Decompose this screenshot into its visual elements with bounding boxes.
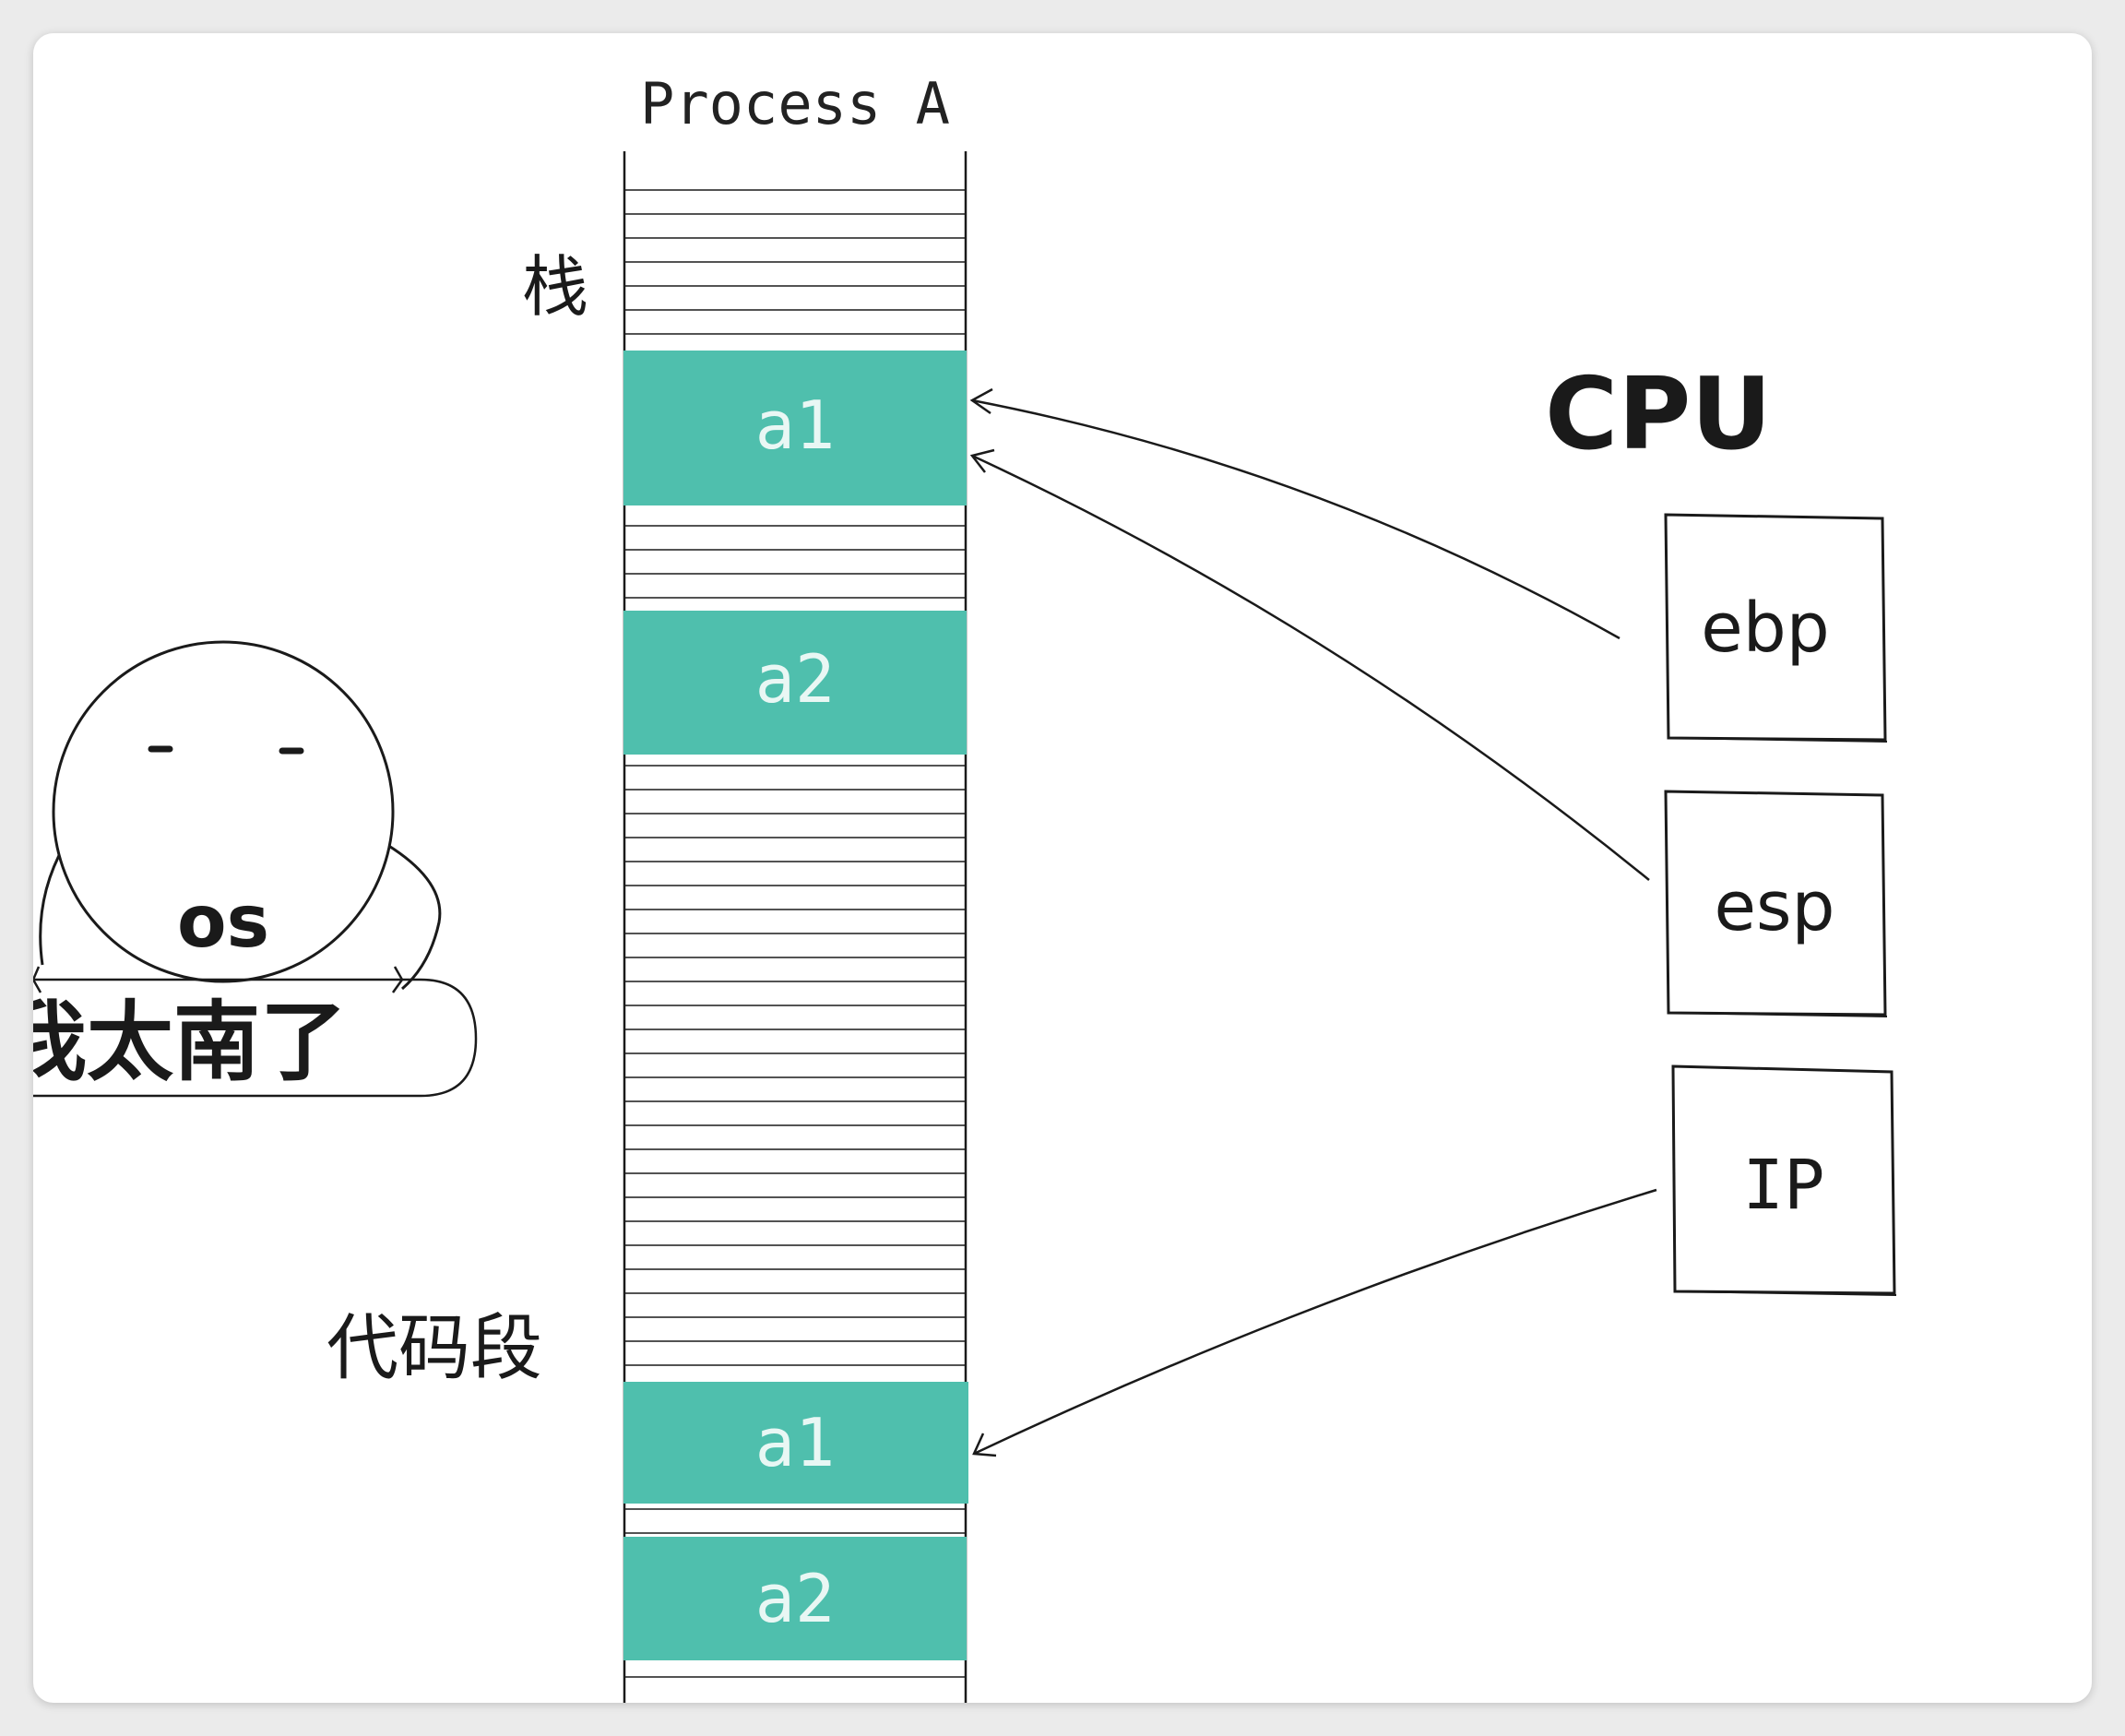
code-block-a1: a1: [623, 1382, 968, 1504]
code-segment-label: 代码段: [326, 1307, 542, 1390]
mascot-name: os: [177, 881, 269, 964]
diagram-page: a1 a2 a1 a2 Process A 栈 代码段 CPU ebp esp …: [33, 33, 2092, 1703]
code-block-a1-label: a1: [755, 1404, 836, 1481]
register-ip-label: IP: [1742, 1146, 1824, 1225]
register-ebp-label: ebp: [1701, 589, 1829, 668]
stack-block-a2-label: a2: [755, 640, 836, 718]
stack-label: 栈: [522, 248, 588, 326]
diagram-canvas: a1 a2 a1 a2 Process A 栈 代码段 CPU ebp esp …: [33, 70, 1897, 1703]
os-mascot: os 我太南了: [33, 640, 478, 1098]
register-esp-label: esp: [1714, 867, 1834, 946]
arrow-esp-to-stack-a1: [969, 448, 1650, 881]
stack-block-a2: a2: [623, 611, 967, 755]
process-title: Process A: [640, 70, 950, 137]
code-block-a2: a2: [623, 1537, 967, 1660]
stack-block-a1: a1: [623, 351, 967, 505]
arrow-ip-to-code-a1: [972, 1188, 1657, 1457]
register-box-esp: esp: [1664, 790, 1888, 1017]
register-box-ebp: ebp: [1664, 513, 1888, 743]
speech-bubble: [33, 978, 478, 1098]
arrow-ebp-to-stack-a1: [969, 387, 1620, 640]
mascot-head: [52, 640, 395, 983]
code-block-a2-label: a2: [755, 1560, 836, 1637]
cpu-label: CPU: [1545, 357, 1772, 472]
register-box-ip: IP: [1671, 1064, 1897, 1296]
stack-block-a1-label: a1: [755, 386, 836, 464]
mascot-speech: 我太南了: [33, 993, 347, 1093]
